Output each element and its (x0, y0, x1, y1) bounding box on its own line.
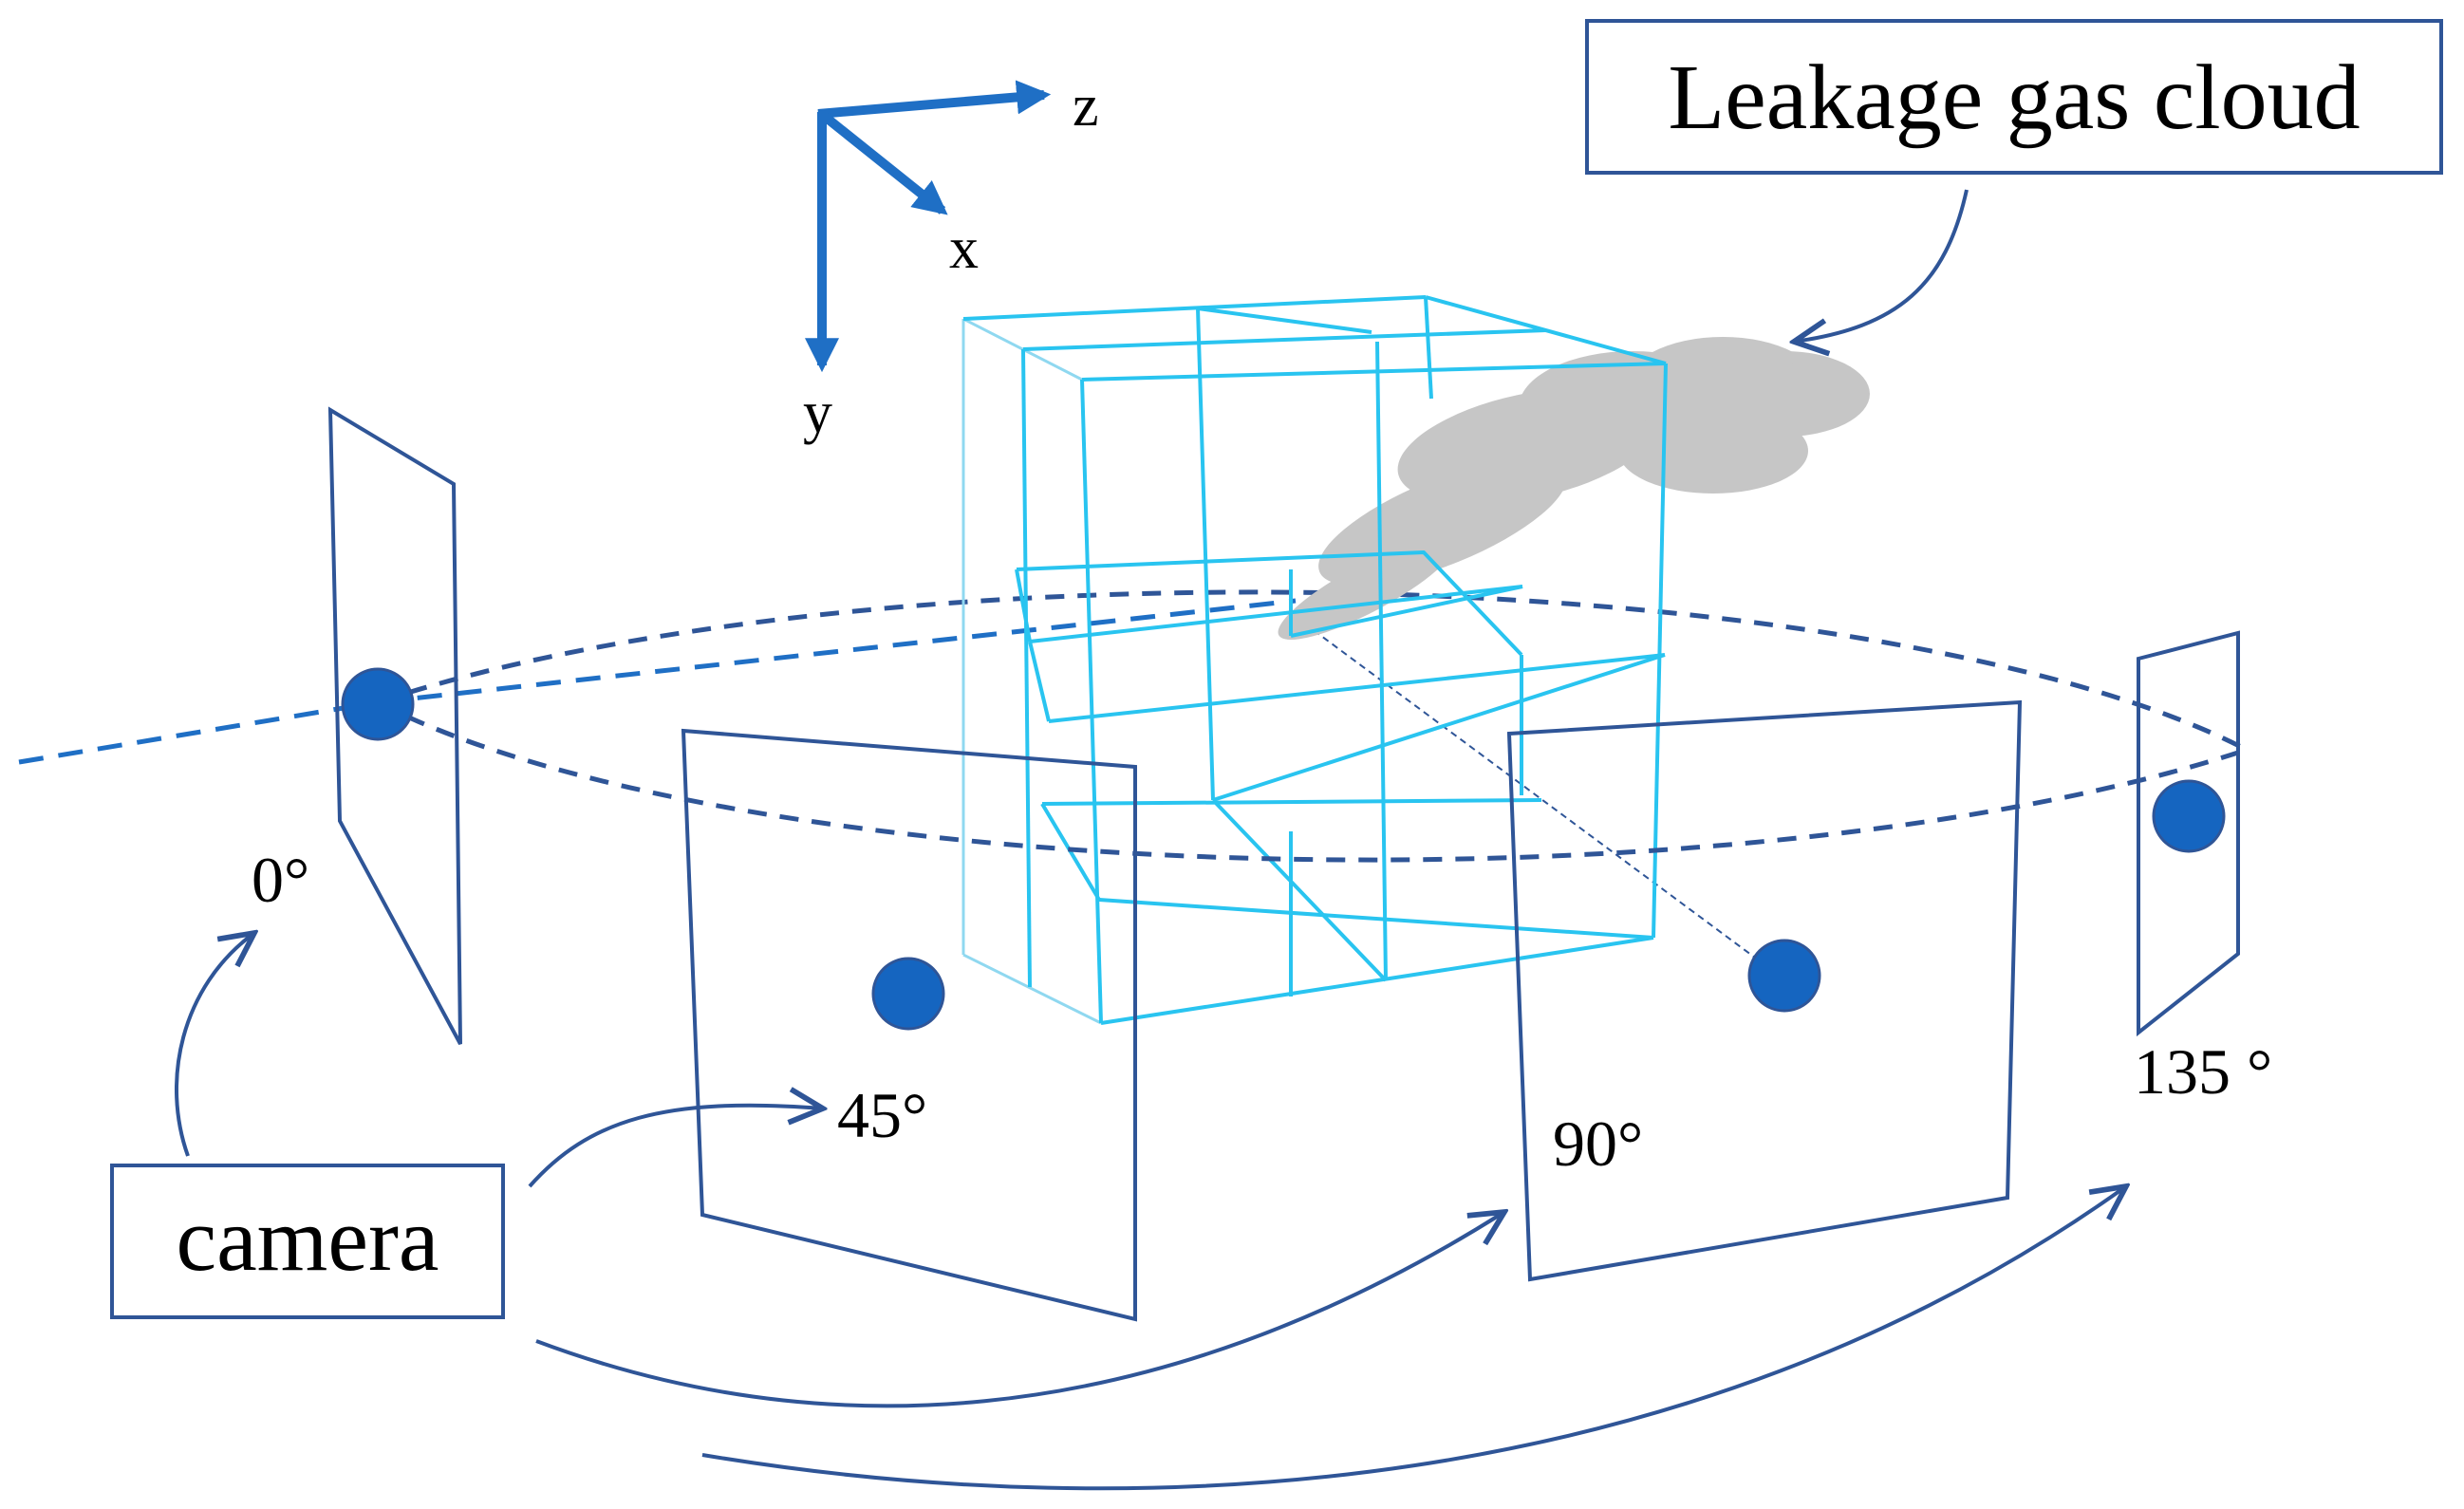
gas-cloud-label: Leakage gas cloud (1668, 47, 2360, 149)
camera-dot-45 (871, 957, 945, 1031)
camera-pointer-135 (701, 1186, 2126, 1491)
gas-cloud-label-box (1585, 19, 2443, 175)
camera-orbit-front (376, 699, 2248, 863)
angle-label-0: 0° (252, 844, 309, 916)
camera-planes (327, 406, 2240, 1322)
image-plane-135 (2137, 630, 2240, 1037)
image-plane-0 (327, 406, 462, 1045)
x-axis-label: x (949, 216, 979, 281)
voxel-grid (961, 295, 1668, 1025)
camera-pointer-90 (535, 1212, 1504, 1408)
angle-labels: 0° 45° 90° 135 ° (252, 844, 2272, 1180)
z-axis-arrow (817, 80, 1052, 119)
camera-label: camera (176, 1188, 439, 1290)
camera-pointer-0 (175, 933, 254, 1157)
camera-pointer-45 (528, 1106, 823, 1188)
camera-orbit-back (377, 589, 2249, 753)
camera-dots (341, 667, 2226, 1031)
line-of-sight (18, 598, 1785, 980)
camera-dot-90 (1747, 939, 1821, 1013)
angle-label-90: 90° (1553, 1108, 1643, 1180)
camera-callout: camera (110, 933, 2126, 1491)
angle-label-135: 135 ° (2134, 1035, 2272, 1108)
gas-cloud (1278, 337, 1870, 641)
axes: z x y (803, 74, 1099, 445)
camera-label-box (110, 1164, 505, 1319)
camera-dot-135 (2152, 779, 2226, 853)
camera-dot-0 (341, 667, 415, 741)
gas-cloud-callout: Leakage gas cloud (1585, 19, 2443, 342)
z-axis-label: z (1073, 74, 1099, 139)
x-axis-arrow (820, 112, 948, 215)
angle-label-45: 45° (837, 1079, 927, 1151)
gas-cloud-pointer-arrow (1794, 189, 1969, 342)
y-axis-label: y (803, 381, 832, 445)
image-plane-45 (681, 728, 1137, 1322)
image-plane-90 (1506, 699, 2023, 1282)
